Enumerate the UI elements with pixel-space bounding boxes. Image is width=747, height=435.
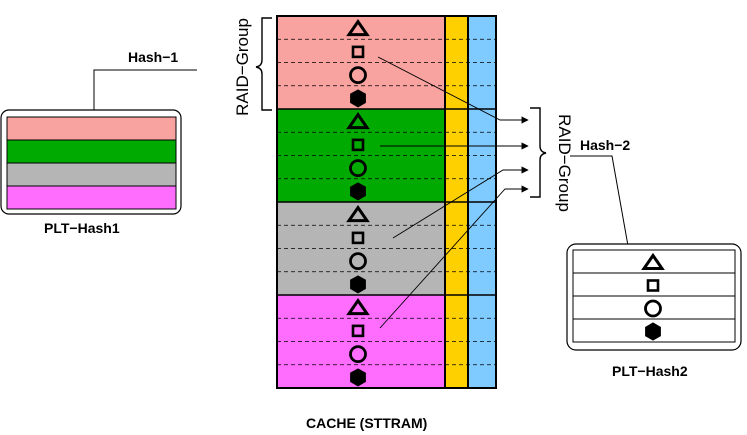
mapping-arrows xyxy=(377,56,529,329)
plt-hash2-table xyxy=(566,243,742,351)
plt-hash1-row-gray xyxy=(6,162,177,187)
cache-group-borders xyxy=(277,108,496,296)
raid-group-right-label: RAID−Group xyxy=(555,114,574,212)
plt-hash1-row-pink xyxy=(6,116,177,141)
cache-outline xyxy=(276,15,497,389)
cache-gray-circle-icon xyxy=(349,252,367,271)
cache-green-triangle-icon xyxy=(346,111,370,130)
cache-green-circle-icon xyxy=(349,159,367,178)
plt-hash2-circle-icon xyxy=(644,299,662,318)
raid-group-left-label: RAID−Group xyxy=(233,18,252,116)
cache-magenta-hexagon-icon xyxy=(350,368,366,387)
cache-magenta-triangle-icon xyxy=(346,297,370,316)
hash2-arrow xyxy=(570,155,638,286)
plt-hash1-label: PLT−Hash1 xyxy=(44,220,120,236)
cache-slot-dividers xyxy=(277,38,496,366)
hash1-label: Hash−1 xyxy=(128,49,178,65)
mapping-arrow-pink xyxy=(377,56,529,124)
cache-block xyxy=(276,15,497,389)
cache-gray-square-icon xyxy=(351,231,365,245)
cache-gray-hexagon-icon xyxy=(350,275,366,294)
cache-green-square-icon xyxy=(351,138,365,152)
cache-caption: CACHE (STTRAM) xyxy=(306,415,427,431)
cache-symbols xyxy=(346,18,370,387)
cache-magenta-circle-icon xyxy=(349,345,367,364)
plt-hash2-row-square xyxy=(572,272,736,297)
cache-green-hexagon-icon xyxy=(350,182,366,201)
cache-pink-circle-icon xyxy=(349,66,367,85)
mapping-arrow-gray xyxy=(392,166,529,239)
plt-hash2-label: PLT−Hash2 xyxy=(612,363,688,379)
mapping-arrow-magenta xyxy=(379,185,529,329)
plt-hash2-hexagon-icon xyxy=(645,322,661,341)
raid-group-right-brace xyxy=(530,107,547,198)
plt-hash2-square-icon xyxy=(646,279,660,292)
cache-pink-triangle-icon xyxy=(346,18,370,37)
plt-hash1-row-green xyxy=(6,139,177,164)
plt-hash2-triangle-icon xyxy=(641,252,665,270)
raid-group-left-brace xyxy=(255,17,272,111)
cache-pink-hexagon-icon xyxy=(350,89,366,108)
hash2-label: Hash−2 xyxy=(580,137,630,153)
plt-hash1-row-magenta xyxy=(6,185,177,210)
cache-gray-triangle-icon xyxy=(346,204,370,223)
plt-hash1-table xyxy=(0,109,182,215)
cache-magenta-square-icon xyxy=(351,324,365,338)
cache-pink-square-icon xyxy=(351,45,365,59)
